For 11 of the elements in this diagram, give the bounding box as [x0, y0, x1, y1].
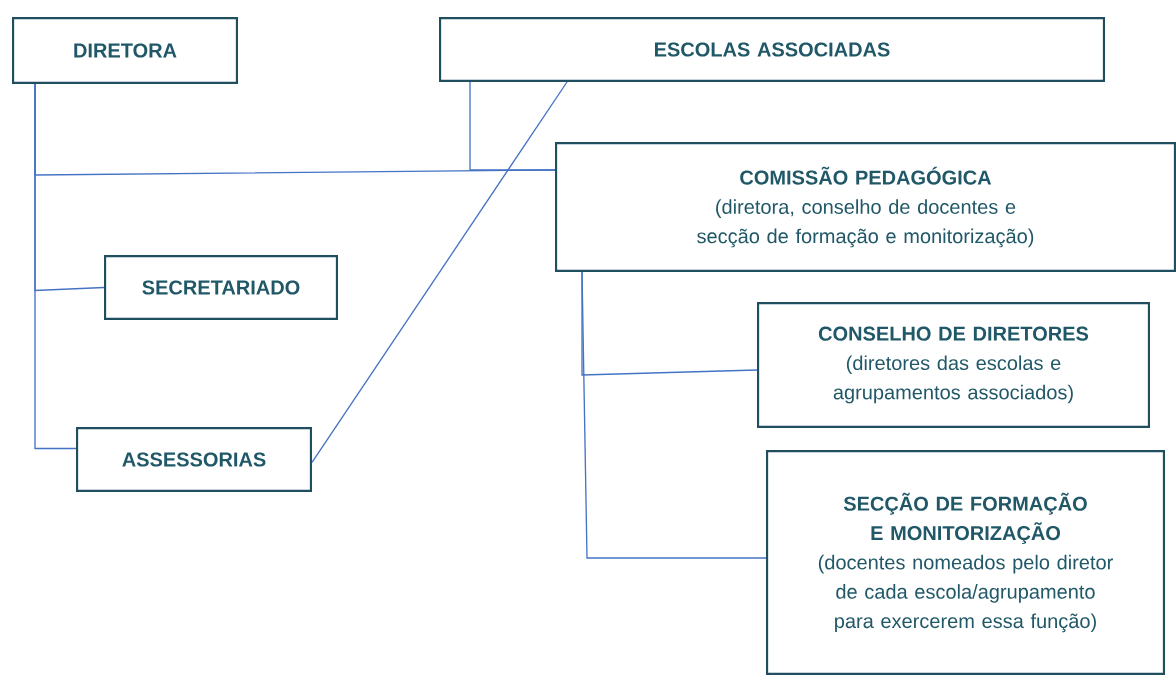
connector-line	[469, 81, 556, 171]
connector-line	[311, 81, 568, 464]
org-box: DIRETORA	[12, 17, 238, 84]
connector-line	[581, 271, 767, 559]
org-box: SECÇÃO DE FORMAÇÃO E MONITORIZAÇÃO (docentes nomeados pelo diretor de cada escola/agrupamento para exercerem essa função)	[766, 450, 1165, 675]
org-box: CONSELHO DE DIRETORES (diretores das escolas e agrupamentos associados)	[757, 302, 1150, 428]
org-box: ESCOLAS ASSOCIADAS	[439, 17, 1105, 82]
org-box: COMISSÃO PEDAGÓGICA (diretora, conselho de docentes e secção de formação e monitorização)	[555, 142, 1176, 272]
connector-line	[34, 83, 77, 450]
org-box: ASSESSORIAS	[76, 427, 312, 492]
org-box: SECRETARIADO	[104, 255, 338, 320]
